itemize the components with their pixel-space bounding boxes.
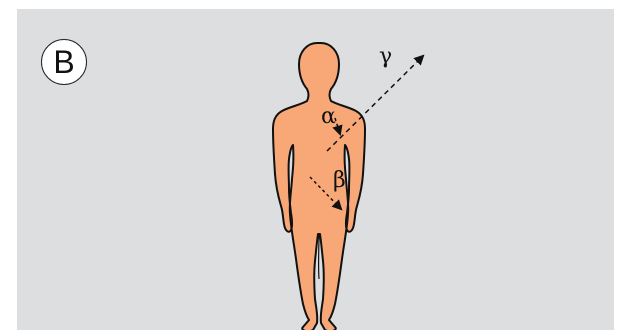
alpha-label: α	[321, 104, 336, 129]
body-diagram: α γ β	[17, 9, 614, 330]
figure-panel: B α γ β	[17, 9, 614, 330]
gamma-label: γ	[379, 44, 392, 69]
beta-label: β	[333, 168, 346, 193]
